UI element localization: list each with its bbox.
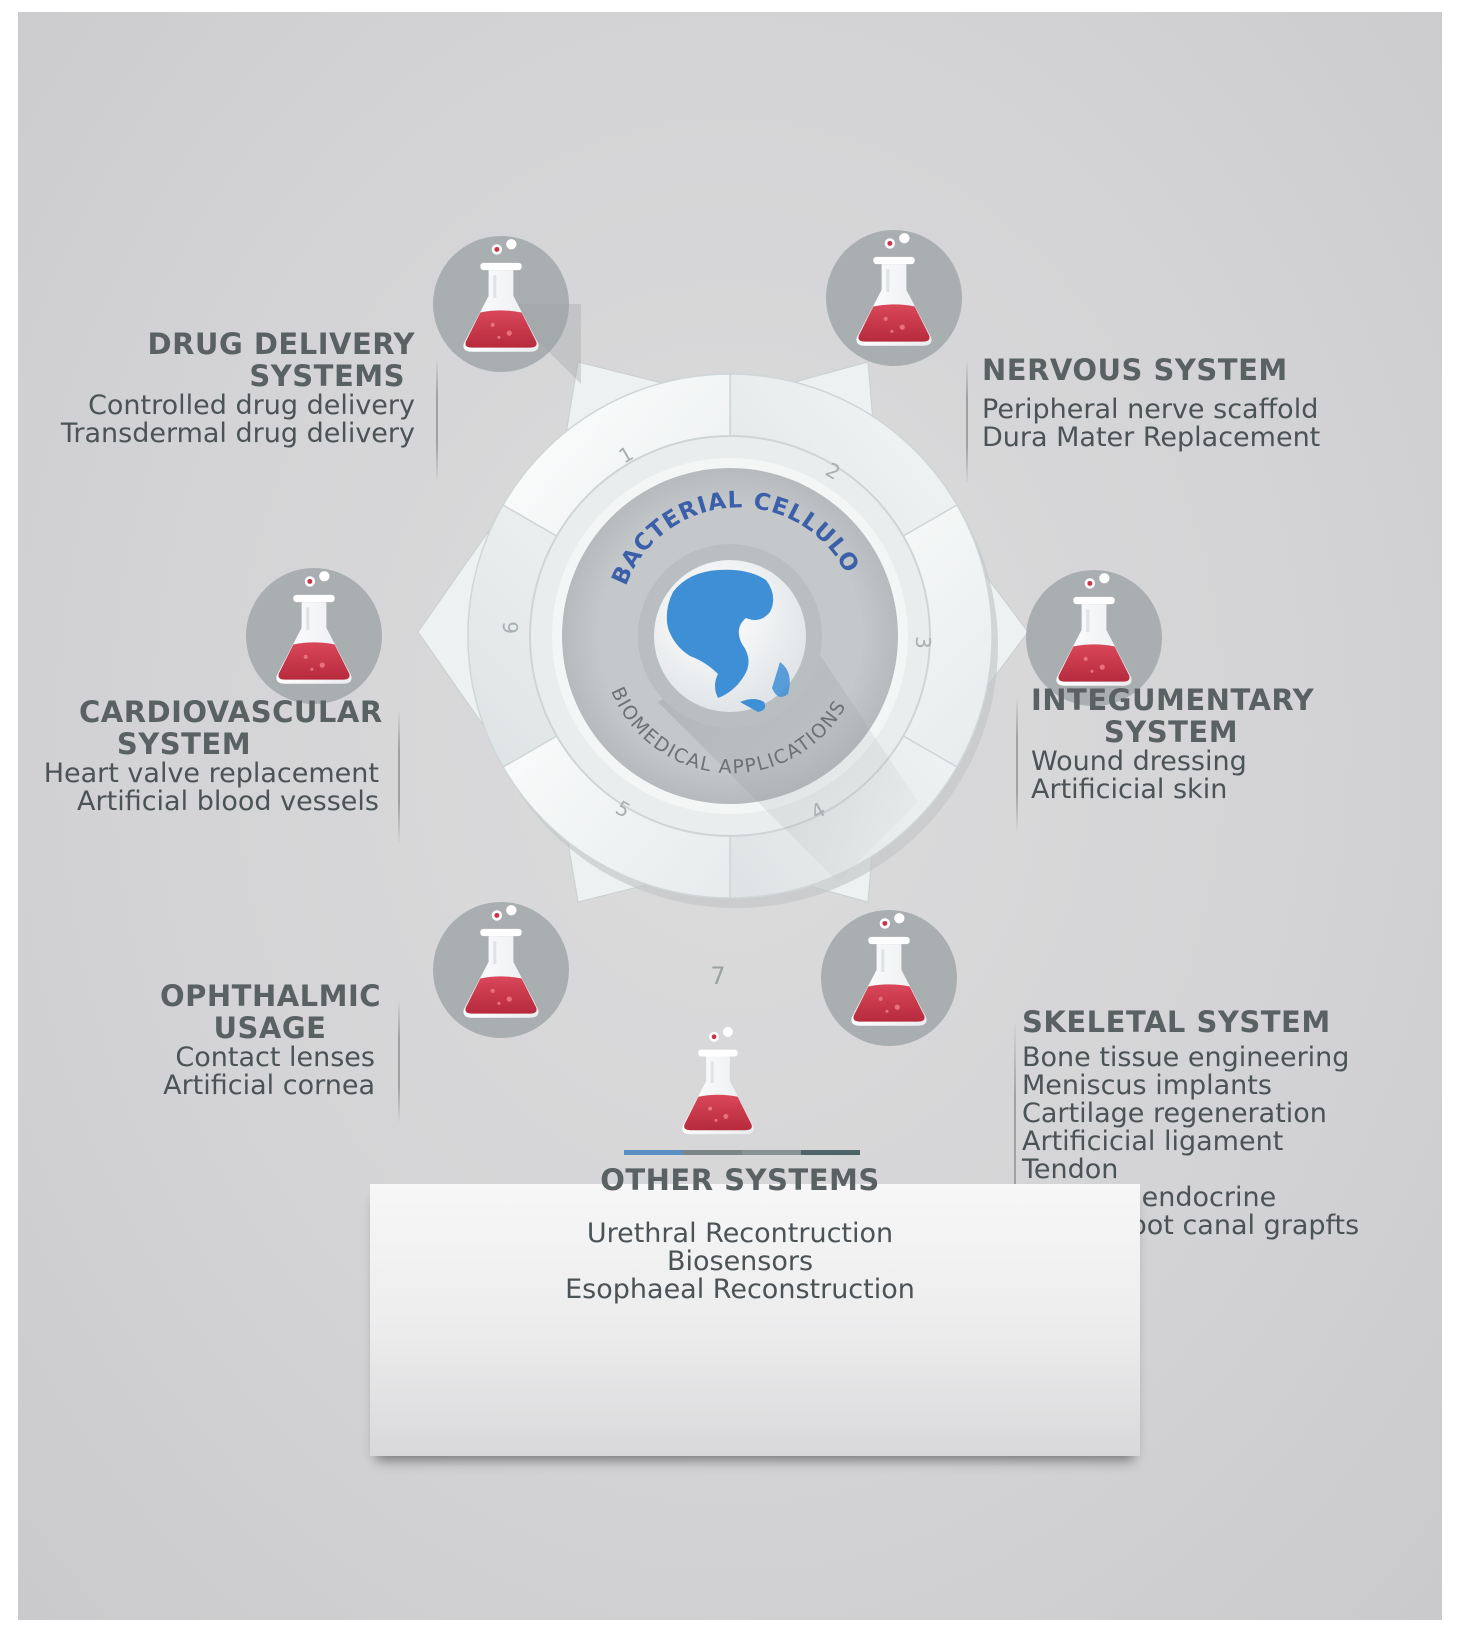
section-title-line: SYSTEM xyxy=(1103,715,1239,749)
flask-icon xyxy=(433,236,581,384)
section-drug-delivery: DRUG DELIVERY SYSTEMS Controlled drug de… xyxy=(18,328,415,448)
section-item: Transdermal drug delivery xyxy=(60,418,415,449)
section-item: Artificicial ligament xyxy=(1022,1126,1284,1157)
globe-icon xyxy=(638,544,822,728)
section-divider xyxy=(1014,1024,1016,1274)
section-item: Biosensors xyxy=(666,1246,814,1277)
flask-icon xyxy=(433,902,569,1038)
section-title-line: INTEGUMENTARY xyxy=(1031,683,1315,717)
section-item: Artificicial skin xyxy=(1031,774,1228,805)
section-integumentary-system: INTEGUMENTARY SYSTEM Wound dressing Arti… xyxy=(1031,683,1315,805)
flask-icon xyxy=(246,568,382,704)
section-item: Artificial cornea xyxy=(163,1070,375,1101)
flask-icon xyxy=(821,910,957,1046)
bacterial-cellulose-hub: BACTERIAL CELLULOSE BIOMEDICAL APPLICATI… xyxy=(18,12,1029,908)
flask-icon xyxy=(680,1025,756,1136)
section-item: Esophaeal Reconstruction xyxy=(565,1274,915,1305)
section-other-systems: Urethral Recontruction Biosensors Esopha… xyxy=(470,1220,1010,1304)
section-item: Meniscus implants xyxy=(1022,1070,1272,1101)
other-systems-panel xyxy=(370,1184,1140,1456)
section-item: Artificial blood vessels xyxy=(77,786,379,817)
section-item: Tendon xyxy=(1022,1154,1119,1185)
section-item: Urethral Recontruction xyxy=(586,1218,894,1249)
segment-number-7: 7 xyxy=(710,962,726,990)
section-title-line: DRUG DELIVERY xyxy=(147,327,415,361)
segment-number-3: 3 xyxy=(911,636,935,649)
section-title-line: SYSTEM xyxy=(116,727,252,761)
section-title-line: OTHER SYSTEMS xyxy=(600,1163,880,1197)
section-item: Bone tissue engineering xyxy=(1022,1042,1350,1073)
section-title-line: NERVOUS SYSTEM xyxy=(982,353,1288,387)
section-item: Dura Mater Replacement xyxy=(982,422,1321,453)
section-divider xyxy=(398,712,400,842)
section-item: Contact lenses xyxy=(175,1042,375,1073)
section-item: Heart valve replacement xyxy=(43,758,379,789)
section-title-line: SKELETAL SYSTEM xyxy=(1022,1005,1331,1039)
section-ophthalmic-usage: OPHTHALMIC USAGE Contact lenses Artifici… xyxy=(18,980,381,1101)
section-title-line: CARDIOVASCULAR xyxy=(79,695,383,729)
infographic-canvas: BACTERIAL CELLULOSE BIOMEDICAL APPLICATI… xyxy=(18,12,1442,1620)
flask-icon xyxy=(1026,570,1162,706)
section-title-line: SYSTEMS xyxy=(249,359,405,393)
section-item: Wound dressing xyxy=(1031,746,1247,777)
section-item: Peripheral nerve scaffold xyxy=(982,394,1319,425)
section-item: Controlled drug delivery xyxy=(88,390,415,421)
section-cardiovascular-system: CARDIOVASCULAR SYSTEM Heart valve replac… xyxy=(18,695,383,817)
section-divider xyxy=(1016,700,1018,830)
segment-number-6: 6 xyxy=(499,621,523,634)
section-divider xyxy=(398,1002,400,1122)
section-item: Cartilage regeneration xyxy=(1022,1098,1327,1129)
section-divider xyxy=(436,360,438,480)
section-divider xyxy=(966,362,968,482)
other-systems-color-bar xyxy=(624,1150,860,1155)
flask-icon xyxy=(826,230,962,366)
section-nervous-system: NERVOUS SYSTEM Peripheral nerve scaffold… xyxy=(982,354,1320,452)
section-title-line: USAGE xyxy=(213,1011,327,1045)
section-title-line: OPHTHALMIC xyxy=(160,979,382,1013)
